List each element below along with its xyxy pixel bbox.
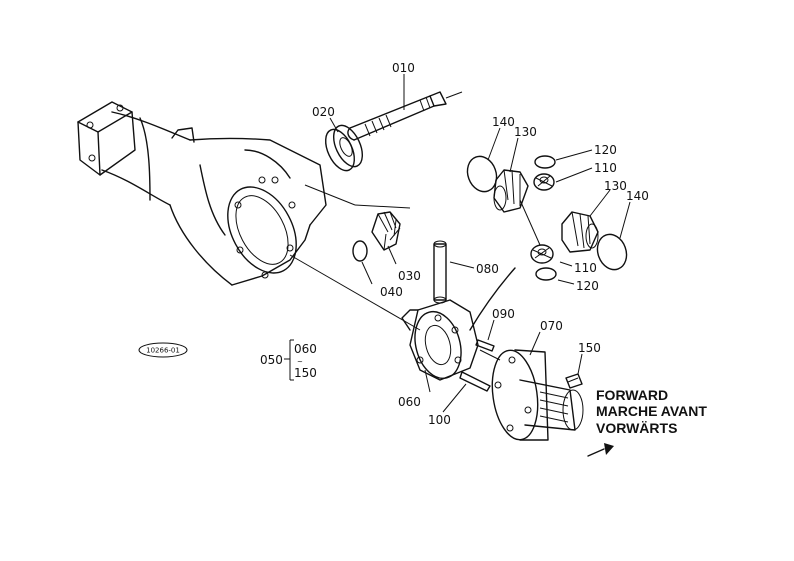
direction-label: FORWARD MARCHE AVANT VORWÄRTS xyxy=(596,387,707,436)
axle-housing xyxy=(77,101,327,286)
callout-110-lower: 110 xyxy=(574,261,597,275)
callout-numbers: 010 020 030 040 080 090 060 100 070 150 … xyxy=(312,61,649,427)
callout-120-lower: 120 xyxy=(576,279,599,293)
clip xyxy=(469,267,516,331)
callout-140-lower: 140 xyxy=(626,189,649,203)
callout-070: 070 xyxy=(540,319,563,333)
callout-150-group: 150 xyxy=(294,366,317,380)
callout-130-upper: 130 xyxy=(514,125,537,139)
callout-120-upper: 120 xyxy=(594,143,617,157)
callout-leaders xyxy=(329,74,631,413)
direction-line-3: VORWÄRTS xyxy=(596,420,677,436)
washer xyxy=(352,240,368,262)
callout-080: 080 xyxy=(476,262,499,276)
callout-100: 100 xyxy=(428,413,451,427)
thrust-washer-lower xyxy=(596,233,628,271)
axle-flange xyxy=(491,349,584,441)
direction-line-2: MARCHE AVANT xyxy=(596,403,707,419)
direction-line-1: FORWARD xyxy=(596,387,668,403)
callout-130-lower: 130 xyxy=(604,179,627,193)
callout-030: 030 xyxy=(398,269,421,283)
callout-010: 010 xyxy=(392,61,415,75)
assembly-lines xyxy=(289,184,501,361)
pinion-shaft xyxy=(347,91,463,141)
direction-arrow-icon xyxy=(587,443,614,457)
washer-upper xyxy=(534,155,556,169)
pin-small xyxy=(475,339,495,352)
thrust-washer-upper xyxy=(466,155,498,193)
pinion-gear-lower xyxy=(530,244,554,264)
bevel-gear xyxy=(354,204,411,251)
callout-040: 040 xyxy=(380,285,403,299)
side-gear-lower xyxy=(561,211,599,253)
callout-090: 090 xyxy=(492,307,515,321)
bearing xyxy=(324,124,364,172)
callout-150-bolt: 150 xyxy=(578,341,601,355)
callout-050: 050 xyxy=(260,353,283,367)
callout-060-case: 060 xyxy=(398,395,421,409)
drawing-code-badge: 10266-01 xyxy=(138,342,188,358)
cross-shaft xyxy=(433,240,447,304)
differential-case xyxy=(401,299,479,381)
group-reference: 050 060 ~ 150 xyxy=(260,339,317,381)
callout-140-upper: 140 xyxy=(492,115,515,129)
bolt xyxy=(565,373,583,389)
pinion-gear-upper xyxy=(533,173,555,191)
washer-lower xyxy=(535,267,557,281)
callout-060-group: 060 xyxy=(294,342,317,356)
callout-020: 020 xyxy=(312,105,335,119)
pin xyxy=(459,371,491,392)
callout-110-upper: 110 xyxy=(594,161,617,175)
group-tilde: ~ xyxy=(297,358,303,366)
drawing-code: 10266-01 xyxy=(146,347,180,355)
